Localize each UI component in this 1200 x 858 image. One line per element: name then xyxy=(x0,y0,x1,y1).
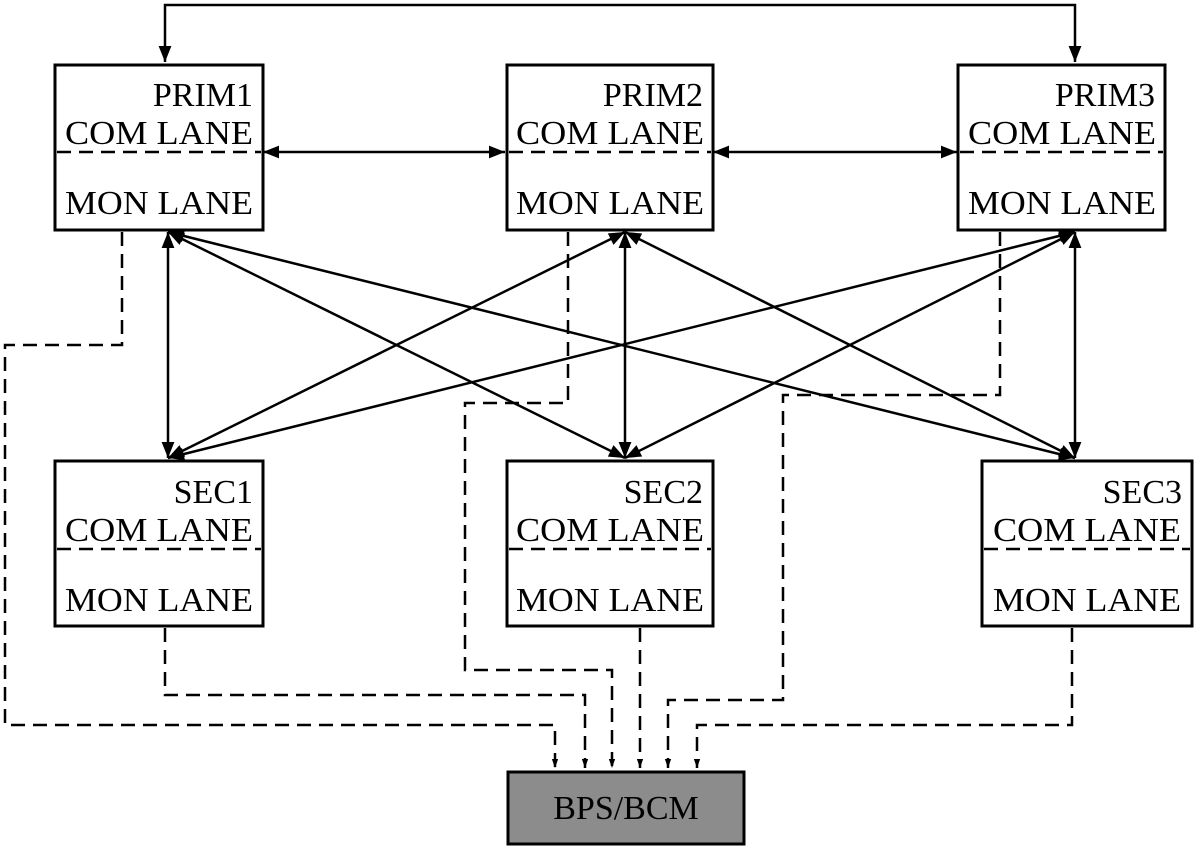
node-sec2-box xyxy=(505,459,715,628)
edge-prim1-prim3 xyxy=(158,3,1082,62)
node-sec3-box xyxy=(980,459,1194,628)
node-title: PRIM1 xyxy=(153,77,253,114)
node-sec3: SEC3 COM LANE MON LANE xyxy=(980,459,1194,628)
dashed-monitor-links xyxy=(3,232,1074,768)
node-prim1-box xyxy=(53,63,265,232)
bps-bcm-label: BPS/BCM xyxy=(553,790,699,827)
edge-sec3-bps xyxy=(693,628,1074,768)
node-sec2: SEC2 COM LANE MON LANE xyxy=(505,459,715,628)
mon-lane-label: MON LANE xyxy=(65,582,253,619)
node-prim1: PRIM1 COM LANE MON LANE xyxy=(53,63,265,232)
node-title: PRIM2 xyxy=(603,77,703,114)
com-lane-label: COM LANE xyxy=(993,512,1181,549)
edge-prim1-bps xyxy=(3,232,559,768)
bps-bcm-box xyxy=(506,770,746,846)
node-prim3-box xyxy=(956,63,1167,232)
node-prim2: PRIM2 COM LANE MON LANE xyxy=(505,63,715,232)
edge-prim3-bps xyxy=(664,232,1002,768)
node-sec1: SEC1 COM LANE MON LANE xyxy=(53,459,265,628)
edge-prim2-bps xyxy=(463,232,616,768)
mon-lane-label: MON LANE xyxy=(516,185,704,222)
node-prim3: PRIM3 COM LANE MON LANE xyxy=(956,63,1167,232)
node-bps-bcm: BPS/BCM xyxy=(506,770,746,846)
com-lane-label: COM LANE xyxy=(65,115,253,152)
com-lane-label: COM LANE xyxy=(516,512,704,549)
mon-lane-label: MON LANE xyxy=(516,582,704,619)
solid-links xyxy=(158,3,1082,461)
node-title: SEC1 xyxy=(174,474,253,511)
node-prim2-box xyxy=(505,63,715,232)
com-lane-label: COM LANE xyxy=(516,115,704,152)
node-title: PRIM3 xyxy=(1055,77,1155,114)
edge-sec1-bps xyxy=(163,628,589,768)
mon-lane-label: MON LANE xyxy=(993,582,1181,619)
com-lane-label: COM LANE xyxy=(65,512,253,549)
node-title: SEC2 xyxy=(624,474,703,511)
node-sec1-box xyxy=(53,459,265,628)
com-lane-label: COM LANE xyxy=(968,115,1156,152)
mon-lane-label: MON LANE xyxy=(65,185,253,222)
node-title: SEC3 xyxy=(1103,474,1182,511)
edge-prim3-sec2 xyxy=(624,230,1076,460)
mon-lane-label: MON LANE xyxy=(968,185,1156,222)
